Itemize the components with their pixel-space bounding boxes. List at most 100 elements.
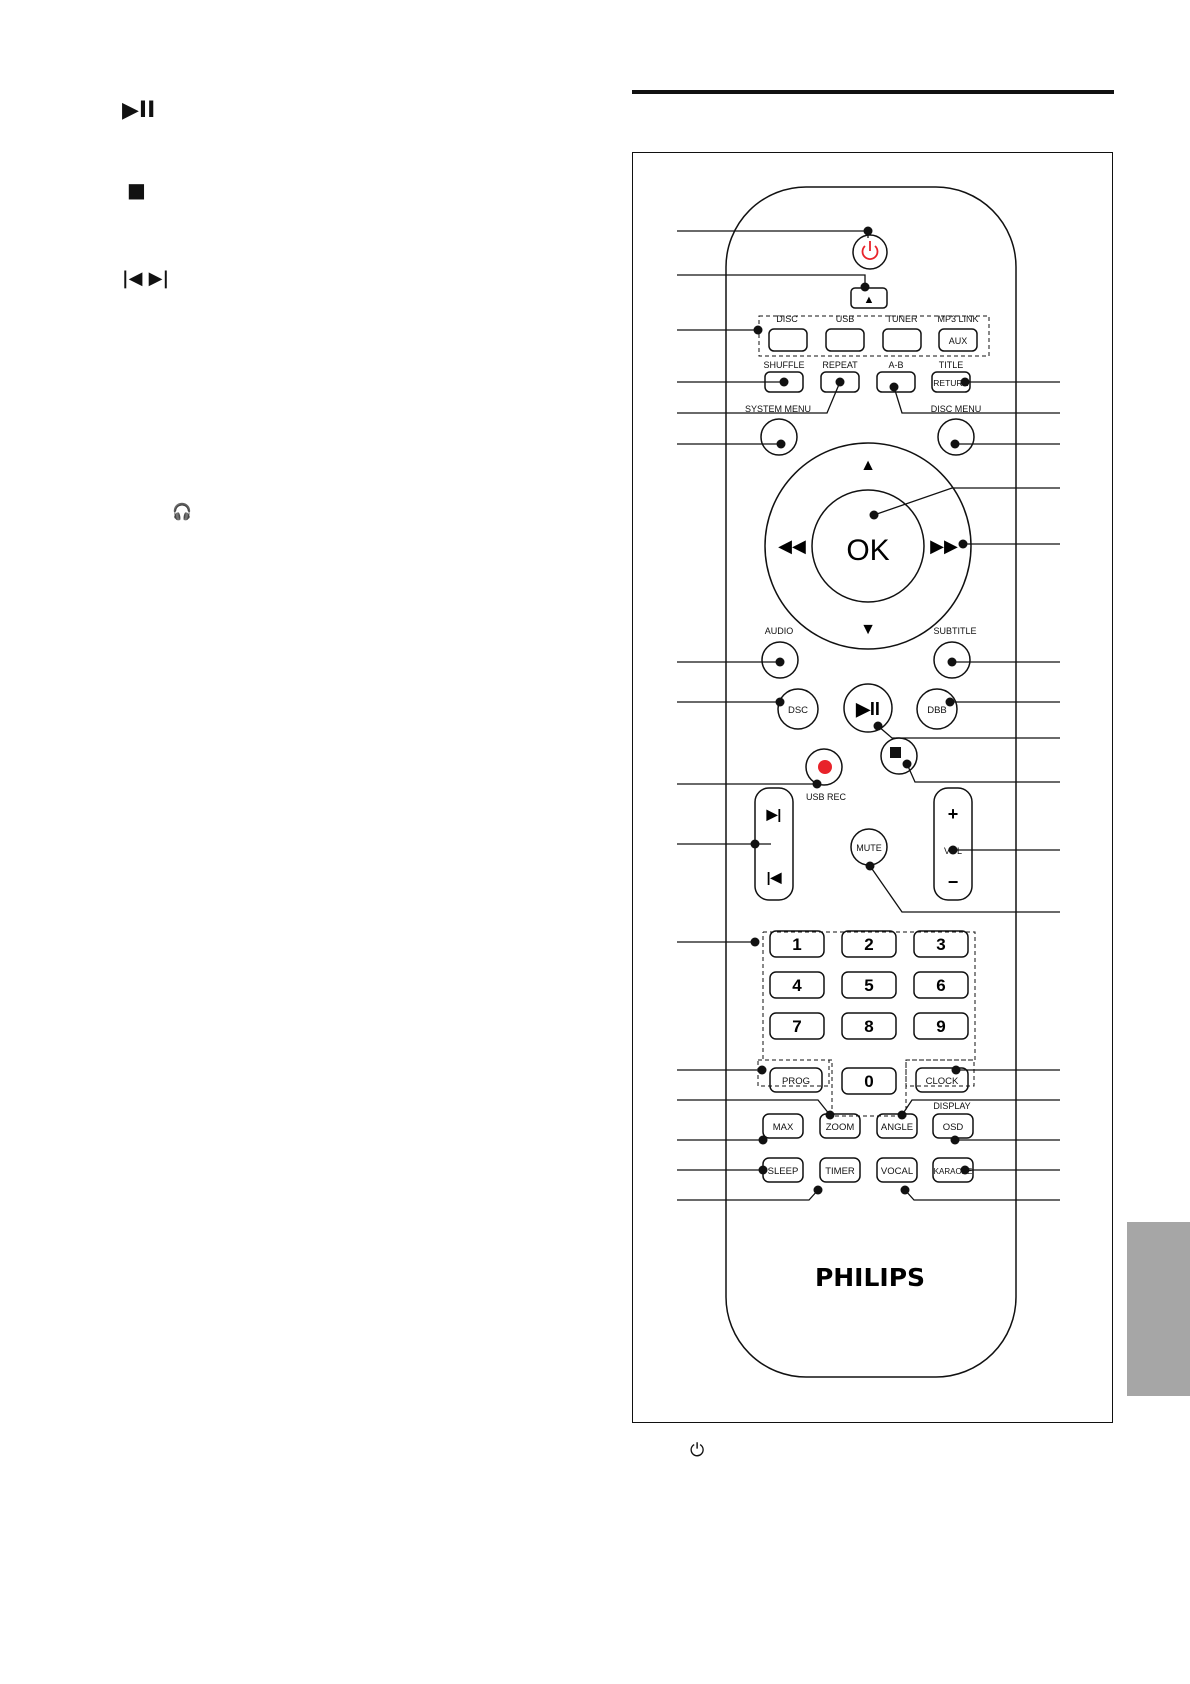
zoom-button [819, 1113, 861, 1139]
power-note-icon: ⏻ [690, 1440, 705, 1461]
svg-text:5: 5 [864, 976, 873, 995]
subtitle-label: SUBTITLE [933, 626, 976, 636]
usb-rec-button [805, 748, 843, 786]
usb-button [825, 328, 865, 352]
repeat-button [820, 371, 860, 393]
svg-text:MAX: MAX [773, 1122, 794, 1133]
num-7 [769, 1012, 825, 1040]
svg-text:ANGLE: ANGLE [881, 1122, 913, 1133]
svg-text:7: 7 [792, 1017, 801, 1036]
shuffle-button [764, 371, 804, 393]
forward-icon: ▶▶ [930, 536, 958, 556]
svg-text:6: 6 [936, 976, 945, 995]
stop-button [880, 737, 918, 775]
svg-text:2: 2 [864, 935, 873, 954]
tuner-button [882, 328, 922, 352]
vol-minus-icon: − [948, 872, 959, 892]
side-tab-marker [1127, 1222, 1190, 1396]
svg-text:ZOOM: ZOOM [826, 1122, 855, 1133]
vocal-button [876, 1157, 918, 1183]
stop-icon: ■ [127, 178, 146, 202]
dsc-button [777, 688, 819, 730]
svg-text:AUX: AUX [949, 336, 968, 346]
ok-button [811, 489, 925, 603]
play-pause-icon: ▶II [122, 98, 156, 123]
num-0 [841, 1067, 897, 1095]
svg-text:OSD: OSD [943, 1122, 964, 1133]
karaoke-button [932, 1157, 974, 1183]
svg-text:DSC: DSC [788, 705, 808, 716]
num-4 [769, 971, 825, 999]
next-icon: ▶| [766, 806, 782, 822]
usb-rec-label: USB REC [806, 792, 847, 802]
prev-icon: |◀ [767, 869, 782, 885]
num-3 [913, 930, 969, 958]
svg-text:0: 0 [864, 1072, 873, 1091]
ab-label: A-B [888, 360, 903, 370]
num-1 [769, 930, 825, 958]
svg-text:KARAOKE: KARAOKE [934, 1167, 973, 1176]
volume-rocker [933, 787, 973, 901]
usb-label: USB [836, 314, 855, 324]
svg-text:RETURN: RETURN [933, 378, 968, 388]
down-arrow-icon: ▼ [860, 621, 876, 638]
ab-button [876, 371, 916, 393]
svg-text:3: 3 [936, 935, 945, 954]
return-button [931, 371, 971, 393]
svg-text:DBB: DBB [927, 705, 947, 716]
svg-text:TIMER: TIMER [825, 1166, 855, 1177]
angle-button [876, 1113, 918, 1139]
svg-text:MUTE: MUTE [856, 843, 882, 853]
title-label: TITLE [939, 360, 964, 370]
system-menu-label: SYSTEM MENU [745, 404, 811, 414]
stop-remote-icon [890, 747, 901, 758]
up-arrow-icon: ▲ [860, 457, 876, 474]
disc-menu-label: DISC MENU [931, 404, 982, 414]
svg-text:1: 1 [792, 935, 801, 954]
num-8 [841, 1012, 897, 1040]
svg-text:CLOCK: CLOCK [926, 1076, 959, 1087]
dbb-button [916, 688, 958, 730]
audio-button [761, 641, 799, 679]
power-button [852, 234, 888, 270]
audio-label: AUDIO [765, 626, 794, 636]
disc-button [768, 328, 808, 352]
svg-text:PROG: PROG [782, 1076, 810, 1087]
number-pad: 1 2 3 4 5 6 7 8 9 0 [769, 930, 969, 1095]
tuner-label: TUNER [887, 314, 918, 324]
repeat-label: REPEAT [822, 360, 858, 370]
callout-lines-left [677, 230, 869, 1201]
num-9 [913, 1012, 969, 1040]
display-label: DISPLAY [933, 1101, 970, 1111]
svg-text:VOCAL: VOCAL [881, 1166, 913, 1177]
prog-button [769, 1067, 823, 1093]
svg-text:9: 9 [936, 1017, 945, 1036]
remote-figure-frame [632, 152, 1113, 1423]
mp3link-label: MP3 LINK [937, 314, 978, 324]
max-button [762, 1113, 804, 1139]
vol-plus-icon: + [948, 804, 959, 824]
shuffle-label: SHUFFLE [763, 360, 804, 370]
aux-button [938, 328, 978, 352]
num-6 [913, 971, 969, 999]
disc-label: DISC [776, 314, 798, 324]
timer-button [819, 1157, 861, 1183]
brand-logo: PHILIPS [815, 1263, 925, 1292]
ok-label: OK [846, 534, 889, 567]
system-menu-button [760, 418, 798, 456]
svg-text:8: 8 [864, 1017, 873, 1036]
clock-button [915, 1067, 969, 1093]
num-2 [841, 930, 897, 958]
nav-ring [764, 442, 972, 650]
callout-lines-right [869, 381, 1060, 1201]
prev-next-icon: |◀ ▶| [122, 268, 170, 289]
eject-icon: ▲ [864, 294, 875, 306]
num-5 [841, 971, 897, 999]
play-pause-remote-icon: ▶II [855, 699, 880, 719]
rewind-icon: ◀◀ [778, 536, 806, 556]
svg-text:4: 4 [792, 976, 802, 995]
disc-menu-button [937, 418, 975, 456]
remote-diagram: ▲ DISC USB TUNER MP3 LINK AUX SHUFFLE RE… [632, 152, 1113, 1423]
headphones-icon: 🎧 [172, 502, 192, 521]
subtitle-button [933, 641, 971, 679]
